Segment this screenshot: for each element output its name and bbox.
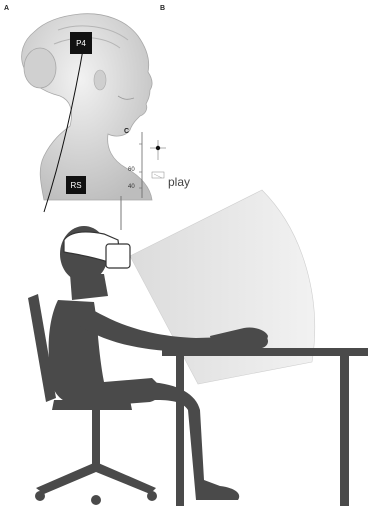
electrode-rs: RS (66, 176, 86, 194)
panel-label-a: A (4, 5, 9, 12)
inset-point (156, 146, 160, 150)
panel-label-b: B (160, 5, 165, 12)
caption-fragment: play (168, 175, 190, 189)
electrode-p4: P4 (70, 32, 92, 54)
panel-label-c: C (124, 128, 129, 135)
inset-tick-60: 60 (128, 167, 135, 173)
inset-tick-40: 40 (128, 184, 135, 190)
